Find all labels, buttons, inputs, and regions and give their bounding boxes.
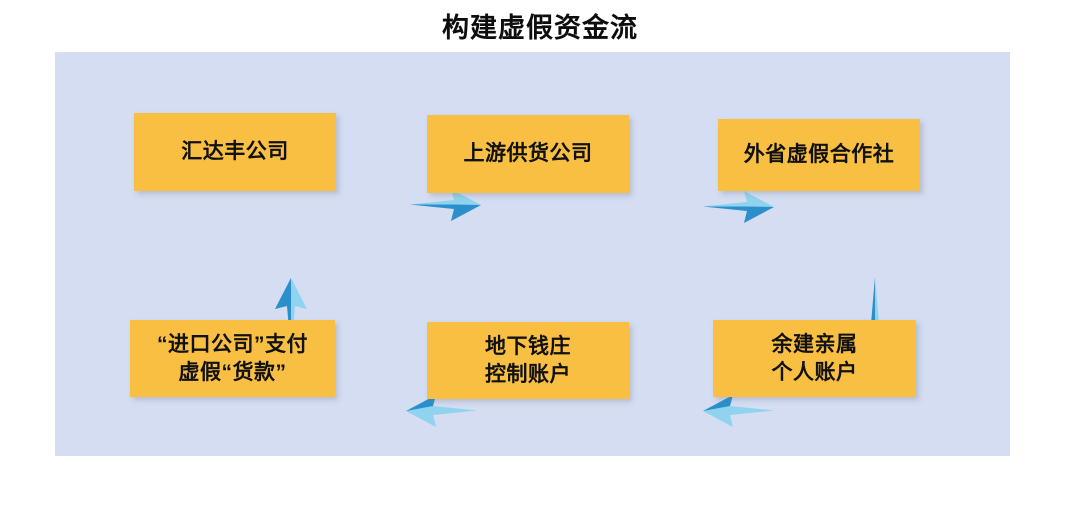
arrow-upstream-to-coop bbox=[703, 189, 777, 225]
node-import-company-payment-label: “进口公司”支付 虚假“货款” bbox=[157, 332, 308, 384]
node-underground-bank-account-label: 地下钱庄 控制账户 bbox=[485, 334, 571, 386]
node-out-of-province-coop[interactable]: 外省虚假合作社 bbox=[718, 119, 920, 191]
node-huidafeng[interactable]: 汇达丰公司 bbox=[134, 113, 336, 191]
node-out-of-province-coop-label: 外省虚假合作社 bbox=[743, 143, 895, 166]
node-upstream-supplier[interactable]: 上游供货公司 bbox=[427, 115, 629, 193]
node-underground-bank-account[interactable]: 地下钱庄 控制账户 bbox=[427, 322, 629, 399]
node-relatives-personal-account[interactable]: 余建亲属 个人账户 bbox=[713, 320, 916, 397]
arrow-import-to-huidafeng bbox=[267, 276, 315, 354]
arrow-huidafeng-to-upstream bbox=[410, 187, 484, 223]
arrow-underground-to-import bbox=[403, 393, 477, 429]
node-upstream-supplier-label: 上游供货公司 bbox=[463, 142, 593, 165]
node-huidafeng-label: 汇达丰公司 bbox=[181, 140, 289, 163]
arrow-relatives-to-underground bbox=[700, 393, 774, 429]
node-relatives-personal-account-label: 余建亲属 个人账户 bbox=[771, 332, 858, 384]
page-title: 构建虚假资金流 bbox=[442, 13, 638, 43]
node-import-company-payment[interactable]: “进口公司”支付 虚假“货款” bbox=[130, 320, 335, 397]
